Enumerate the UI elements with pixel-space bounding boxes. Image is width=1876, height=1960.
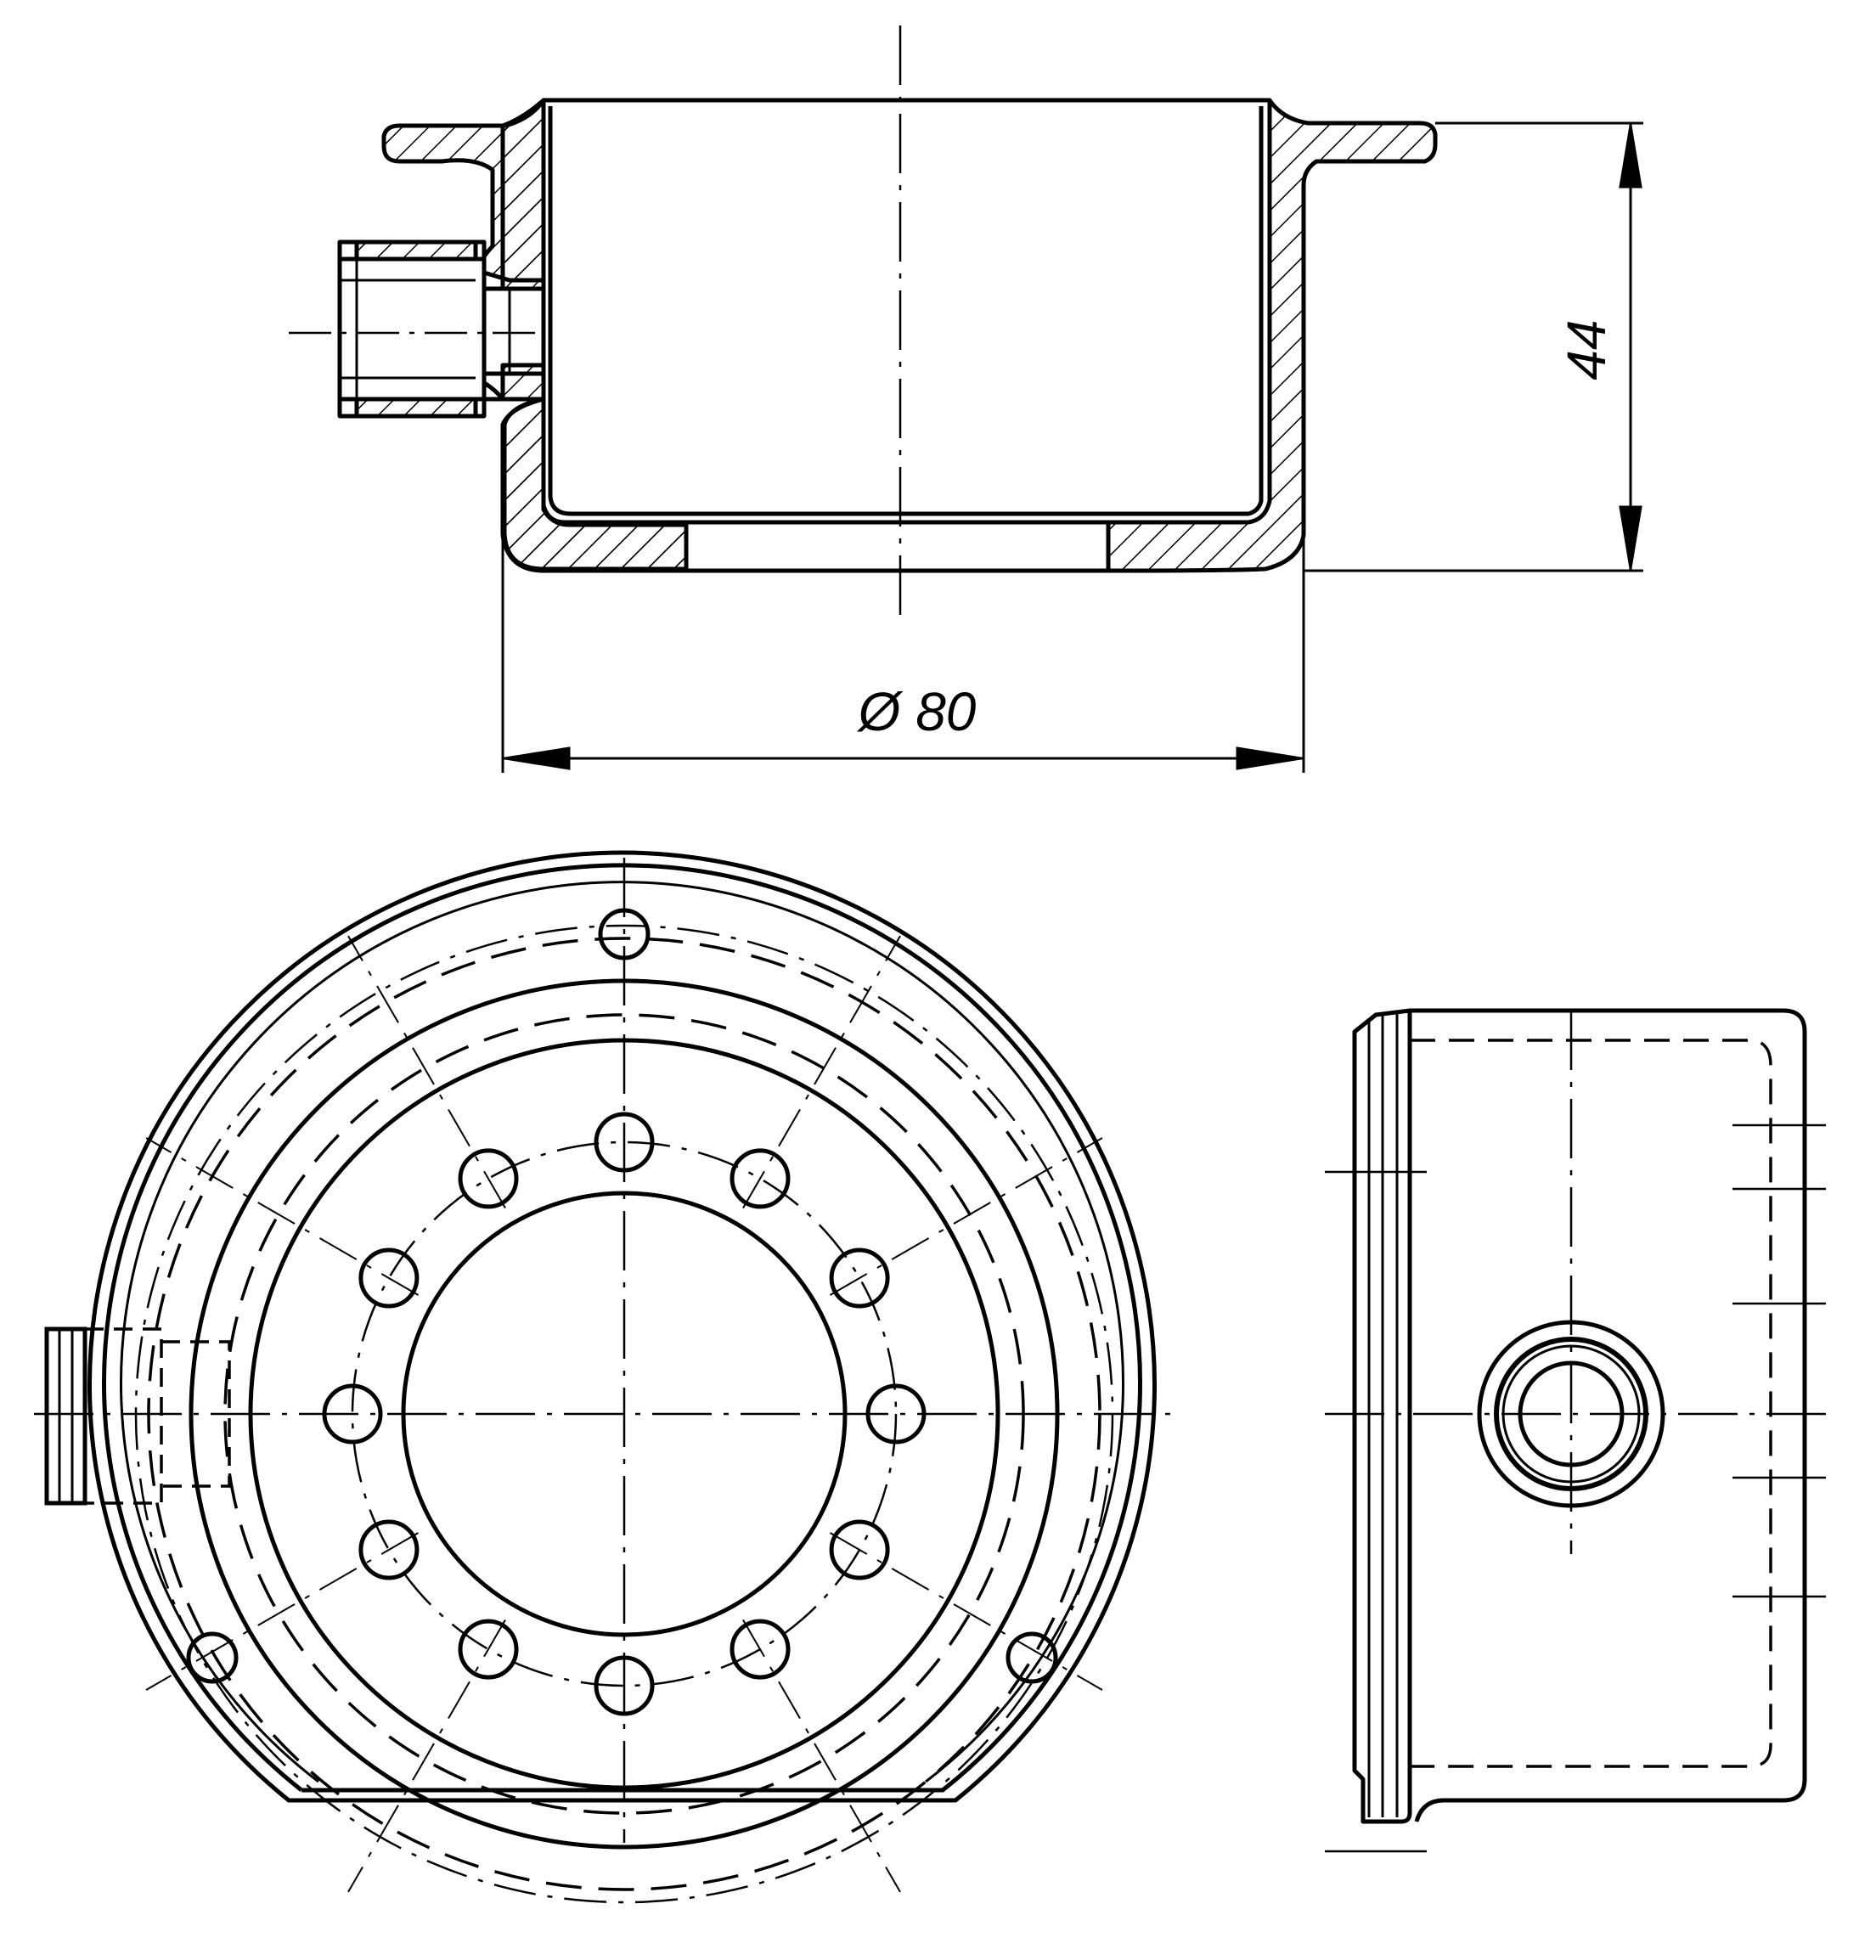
outer-mounting-hole — [186, 1631, 239, 1684]
inner-bolt-hole — [829, 1519, 890, 1580]
height-dimension: 44 — [1304, 121, 1643, 572]
pitch-circle — [351, 1141, 898, 1687]
radial-centerline — [829, 1532, 1103, 1691]
right-wall-section — [1106, 98, 1438, 573]
radial-centerline — [742, 935, 901, 1209]
inner-bolt-hole — [730, 1619, 791, 1680]
threaded-spigot-section — [337, 239, 544, 419]
inner-bolt-holes — [322, 1112, 927, 1716]
inner-bolt-hole — [458, 1148, 519, 1209]
side-flange-plate — [1352, 1008, 1412, 1824]
diameter-dimension: Ø 80 — [501, 535, 1305, 773]
radial-centerline — [347, 1619, 506, 1893]
front-outer-contour — [87, 850, 1157, 1803]
side-view — [1325, 1008, 1826, 1853]
inner-bolt-hole — [358, 1248, 420, 1309]
outer-mounting-hole — [1006, 1631, 1058, 1684]
side-body-outline — [1410, 1008, 1807, 1822]
radial-centerline — [742, 1619, 901, 1893]
inner-bolt-hole — [358, 1519, 420, 1580]
section-view — [289, 25, 1438, 620]
inner-bolt-hole — [829, 1248, 890, 1309]
left-upper-wall-section — [500, 98, 546, 291]
diameter-dimension-label: Ø 80 — [857, 681, 977, 742]
side-body-hidden — [1410, 1039, 1772, 1768]
left-bottom-section — [502, 397, 689, 572]
front-rim-line — [120, 881, 1124, 1783]
inner-bolt-hole — [458, 1619, 519, 1680]
front-outer-contour-inner — [102, 863, 1142, 1793]
radial-centerline — [145, 1532, 420, 1691]
inner-bolt-hole — [730, 1148, 791, 1209]
front-spigot — [44, 1326, 231, 1506]
height-dimension-label: 44 — [1556, 319, 1617, 380]
radial-centerline — [829, 1137, 1103, 1296]
radial-centerline — [347, 935, 506, 1209]
radial-centerline — [145, 1137, 420, 1296]
front-view — [34, 850, 1172, 1904]
